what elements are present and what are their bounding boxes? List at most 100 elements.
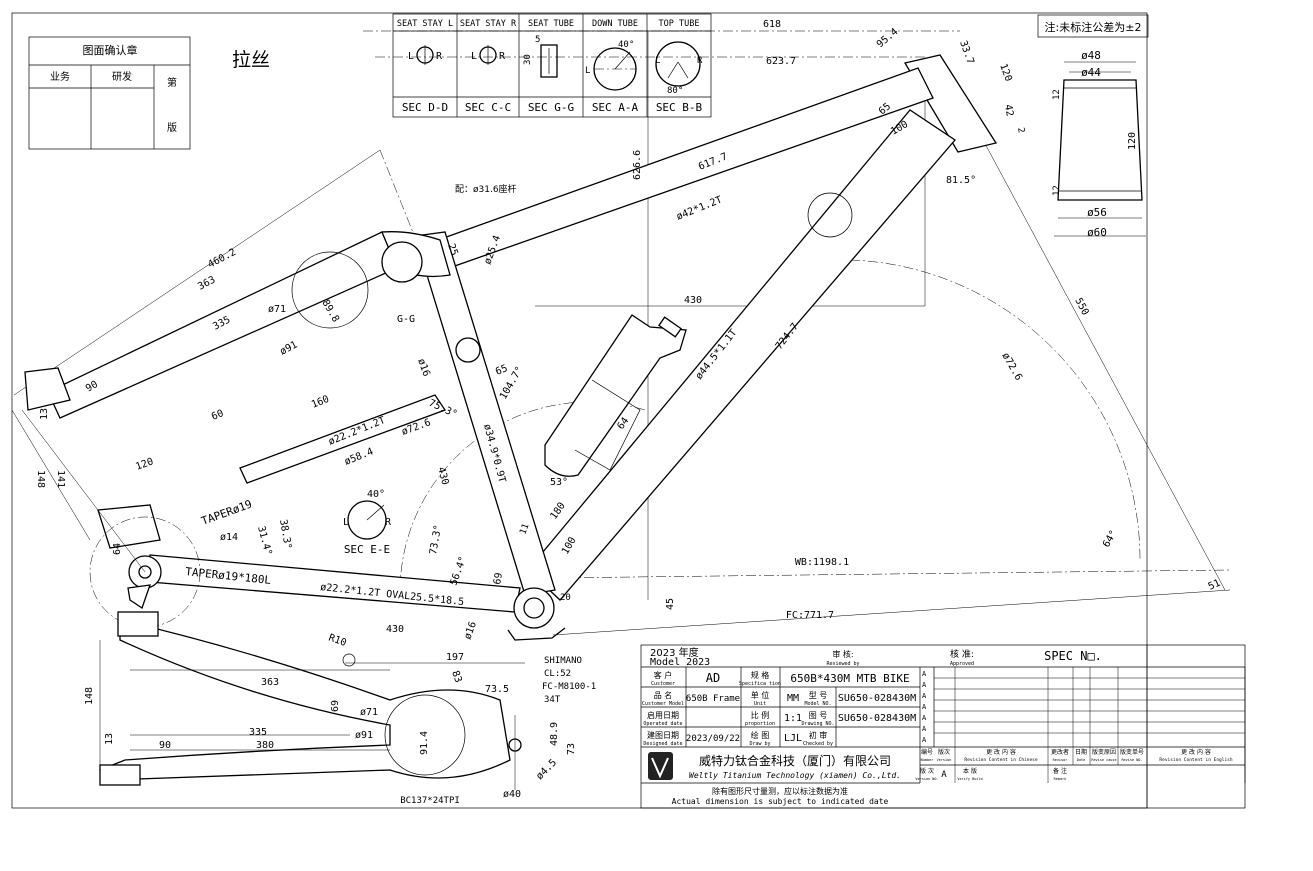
title-block-rev-row-0: 版 次: [920, 767, 934, 775]
head-tube-detail: ø48 ø44 12 120 12 ø56 ø60: [1052, 49, 1146, 239]
svg-text:L: L: [471, 51, 477, 62]
chainstay-dimensions: R10 197 83 73.5 363 148 69 ø71 ø91 91.4 …: [84, 632, 577, 806]
svg-text:ø60: ø60: [1087, 226, 1107, 239]
title-block-tri: A: [922, 736, 927, 744]
dims-d954: 95.4: [875, 26, 901, 50]
dims-d815: 81.5°: [946, 175, 976, 186]
title-block-tri: A: [922, 714, 927, 722]
dims-d69a: 69: [492, 572, 505, 586]
sec-header-1: SEAT STAY L: [397, 19, 453, 29]
title-block-spec-no: SPEC N□.: [1044, 649, 1102, 663]
dims-cs914: 91.4: [419, 731, 430, 755]
dims-d14: ø14: [220, 532, 238, 543]
dims-d13a: 13: [39, 408, 50, 420]
svg-text:80°: 80°: [667, 86, 683, 96]
finish-note: 拉丝: [232, 49, 270, 71]
dims-d11: 11: [518, 522, 531, 536]
dims-d726a: ø72.6: [999, 351, 1024, 383]
title-block-unit: MM: [787, 693, 799, 704]
title-block-rev-row-en-2: Verify Build: [957, 777, 982, 781]
title-block-rev-headers-en-7: Revision Content in English: [1159, 757, 1232, 763]
crank-note-3: 34T: [544, 695, 561, 705]
dims-d550: 550: [1072, 296, 1090, 317]
title-block-rev-row-1: A: [941, 770, 947, 780]
dims-d6266: 626.6: [632, 150, 643, 180]
title-block-rev-headers-4: 日期: [1075, 748, 1087, 756]
dims-fc: FC:771.7: [786, 610, 834, 621]
dims-d16a: ø16: [415, 357, 432, 378]
title-block-design-label: 建图日期: [647, 730, 679, 740]
sec-ee-label: SEC E-E: [344, 543, 390, 556]
dims-d753: 75.3°: [427, 398, 459, 421]
title-block-drawing-label: 图 号: [809, 711, 828, 720]
title-block-rev-headers-7: 更 改 内 容: [1181, 748, 1211, 756]
dims-d564: 56.4°: [448, 555, 469, 587]
dims-cs73: 73: [566, 743, 577, 755]
svg-text:ø48: ø48: [1081, 49, 1101, 62]
svg-text:R: R: [499, 51, 506, 62]
title-block-check-label: 初 审: [809, 730, 828, 740]
crank-note: SHIMANO CL:52 FC-M8100-1 34T: [542, 656, 596, 705]
title-block-year-label: 2023 年度: [650, 646, 699, 659]
sec-footer-5: SEC B-B: [656, 101, 703, 114]
dims-d42: 42: [1002, 104, 1015, 118]
title-block-start-label-en: Operated date: [643, 721, 682, 727]
dims-cs197: 197: [446, 652, 464, 663]
title-block-check-label-en: Checked by: [803, 741, 833, 747]
dims-csr10: R10: [327, 632, 348, 649]
title-block-model-label2: 型 号: [809, 691, 828, 700]
title-block-start-label: 启用日期: [647, 710, 679, 720]
dims-d91a: ø91: [278, 339, 299, 357]
title-block-tri: A: [922, 692, 927, 700]
dims-cs148: 148: [84, 687, 95, 705]
approval-business: 业务: [50, 70, 70, 83]
dims-d60: 60: [210, 408, 225, 423]
dims-d6237: 623.7: [766, 56, 796, 67]
dims-d141: 141: [55, 470, 66, 488]
title-block-product-label: 品 名: [654, 690, 673, 700]
svg-text:40°: 40°: [618, 40, 634, 50]
title-block-approve-en: Approved: [950, 661, 974, 667]
title-block-rev-headers-en-0: Number: [921, 758, 934, 762]
title-block-review-en: Reviewed by: [826, 661, 859, 667]
crank-note-2: FC-M8100-1: [542, 682, 596, 692]
approval-rd: 研发: [112, 70, 132, 83]
dims-d120b: 120: [134, 456, 155, 473]
title-block-drawn-label-en: Draw by: [749, 741, 770, 747]
dims-d45: 45: [665, 598, 676, 610]
tolerance-box: [1037, 14, 1149, 38]
title-block-approve: 核 准:: [950, 648, 974, 660]
sec-header-4: DOWN TUBE: [592, 19, 638, 29]
title-block-rev-headers-en-6: Revise NO.: [1121, 758, 1142, 762]
dims-d120: 120: [997, 62, 1014, 83]
title-block-model-label2-en: Model NO.: [804, 701, 831, 707]
svg-text:L: L: [408, 51, 414, 62]
svg-text:120: 120: [1127, 132, 1138, 150]
title-block-product-label-en: Customer Model: [642, 701, 684, 707]
title-block-rev-headers-en-4: Date: [1077, 758, 1085, 762]
sec-footer-1: SEC D-D: [402, 101, 448, 114]
dims-cs83: 83: [449, 669, 463, 684]
title-block-model-no: SU650-028430M: [838, 693, 916, 704]
title-block-rev-row-en-3: Remark: [1054, 777, 1068, 781]
svg-text:40°: 40°: [367, 489, 385, 500]
dims-d71a: ø71: [268, 304, 286, 315]
svg-text:ø56: ø56: [1087, 206, 1107, 219]
dims-cs71: ø71: [360, 707, 378, 718]
svg-text:12: 12: [1052, 185, 1062, 196]
dims-cs735: 73.5: [485, 684, 509, 695]
title-block-ratio-label: 比 例: [751, 710, 770, 720]
title-block-drawing-no: SU650-028430M: [838, 713, 916, 724]
title-block-design-date: 2023/09/22: [686, 734, 740, 744]
title-block-spec: 650B*430M MTB BIKE: [790, 672, 909, 685]
dims-d180: 180: [548, 501, 567, 522]
dims-d53: 53°: [550, 477, 568, 488]
dims-d363a: 363: [196, 274, 217, 292]
sec-header-2: SEAT STAY R: [460, 19, 517, 29]
approval-title: 图面确认章: [83, 43, 138, 57]
dims-cs363: 363: [261, 677, 279, 688]
dims-d430b: 430: [435, 466, 450, 486]
dims-cs335: 335: [249, 727, 267, 738]
title-block-drawing-label-en: Drawing NO.: [801, 721, 834, 727]
title-block-company-en: Weltly Titanium Technology (xiamen) Co.,…: [689, 771, 901, 780]
